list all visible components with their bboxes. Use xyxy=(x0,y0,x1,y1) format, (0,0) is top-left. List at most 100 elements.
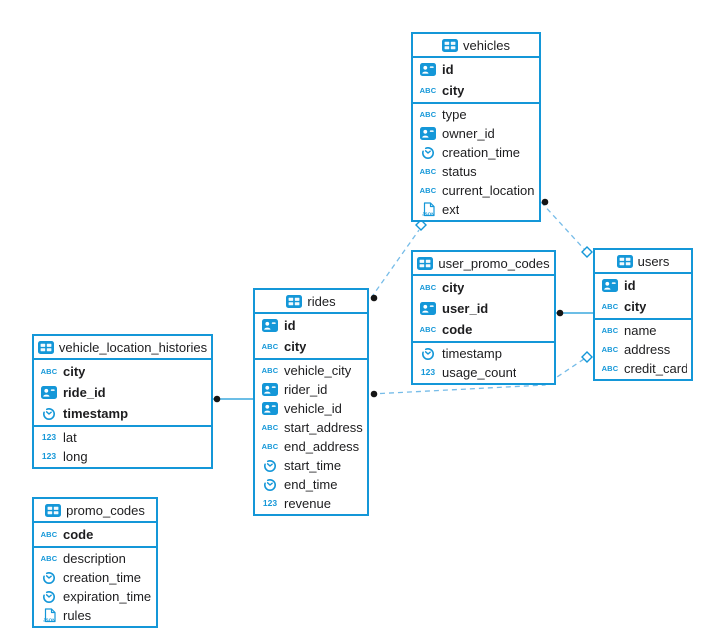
pk-row-city[interactable]: ABC city xyxy=(255,336,367,357)
pk-row-city[interactable]: ABC city xyxy=(413,80,539,101)
table-header-users[interactable]: users xyxy=(595,250,691,274)
text-type-icon: ABC xyxy=(419,85,437,95)
column-row-rider_id[interactable]: rider_id xyxy=(255,380,367,399)
pk-row-user_id[interactable]: user_id xyxy=(413,298,554,319)
column-row-timestamp[interactable]: timestamp xyxy=(413,344,554,363)
text-type-icon: ABC xyxy=(261,341,279,351)
table-title: promo_codes xyxy=(66,502,145,518)
column-name: start_time xyxy=(284,458,342,473)
number-type-icon: 123 xyxy=(41,451,57,462)
column-name: user_id xyxy=(442,301,489,316)
relationship-rides-to-vehicles[interactable] xyxy=(370,219,427,302)
table-header-user_promo_codes[interactable]: user_promo_codes xyxy=(413,252,554,276)
id-type-icon xyxy=(420,127,436,140)
column-name: ride_id xyxy=(63,385,106,400)
column-row-vehicle_id[interactable]: vehicle_id xyxy=(255,399,367,418)
column-row-expiration_time[interactable]: expiration_time xyxy=(34,587,156,606)
table-icon xyxy=(417,256,434,270)
text-type-icon: ABC xyxy=(419,282,437,292)
table-header-vehicles[interactable]: vehicles xyxy=(413,34,539,58)
relationship-user_promo_codes-to-users[interactable] xyxy=(556,309,593,317)
text-type-icon: ABC xyxy=(601,325,619,335)
column-row-creation_time[interactable]: creation_time xyxy=(413,143,539,162)
column-name: rules xyxy=(63,608,92,623)
one-end-diamond xyxy=(581,246,593,258)
column-name: owner_id xyxy=(442,126,495,141)
table-icon xyxy=(37,340,54,354)
pk-row-timestamp[interactable]: timestamp xyxy=(34,403,211,424)
column-name: creation_time xyxy=(442,145,521,160)
column-name: description xyxy=(63,551,126,566)
column-row-end_time[interactable]: end_time xyxy=(255,475,367,494)
many-end-dot xyxy=(370,390,378,398)
table-icon xyxy=(616,254,633,268)
time-type-icon xyxy=(43,590,55,603)
relationship-line xyxy=(370,358,585,395)
column-name: creation_time xyxy=(63,570,142,585)
pk-row-id[interactable]: id xyxy=(255,315,367,336)
column-name: vehicle_id xyxy=(284,401,342,416)
column-row-owner_id[interactable]: owner_id xyxy=(413,124,539,143)
pk-row-id[interactable]: id xyxy=(595,275,691,296)
column-row-creation_time[interactable]: creation_time xyxy=(34,568,156,587)
table-header-rides[interactable]: rides xyxy=(255,290,367,314)
relationship-vehicle_location_histories-to-rides[interactable] xyxy=(213,395,253,403)
column-name: start_address xyxy=(284,420,363,435)
column-row-start_time[interactable]: start_time xyxy=(255,456,367,475)
svg-text:JSON: JSON xyxy=(422,211,435,216)
pk-row-id[interactable]: id xyxy=(413,59,539,80)
relationship-rides-to-users[interactable] xyxy=(370,351,593,398)
column-name: city xyxy=(442,83,465,98)
column-name: city xyxy=(63,364,86,379)
relationship-vehicles-to-users[interactable] xyxy=(540,198,593,258)
table-header-vehicle_location_histories[interactable]: vehicle_location_histories xyxy=(34,336,211,360)
time-type-icon xyxy=(264,478,276,491)
id-type-icon xyxy=(602,279,618,292)
many-end-dot xyxy=(370,294,378,302)
column-name: revenue xyxy=(284,496,331,511)
column-name: id xyxy=(284,318,296,333)
time-type-icon xyxy=(422,146,434,159)
id-type-icon xyxy=(262,319,278,332)
column-name: city xyxy=(284,339,307,354)
time-type-icon xyxy=(264,459,276,472)
column-name: code xyxy=(442,322,473,337)
table-title: user_promo_codes xyxy=(438,255,550,271)
pk-row-ride_id[interactable]: ride_id xyxy=(34,382,211,403)
table-header-promo_codes[interactable]: promo_codes xyxy=(34,499,156,523)
